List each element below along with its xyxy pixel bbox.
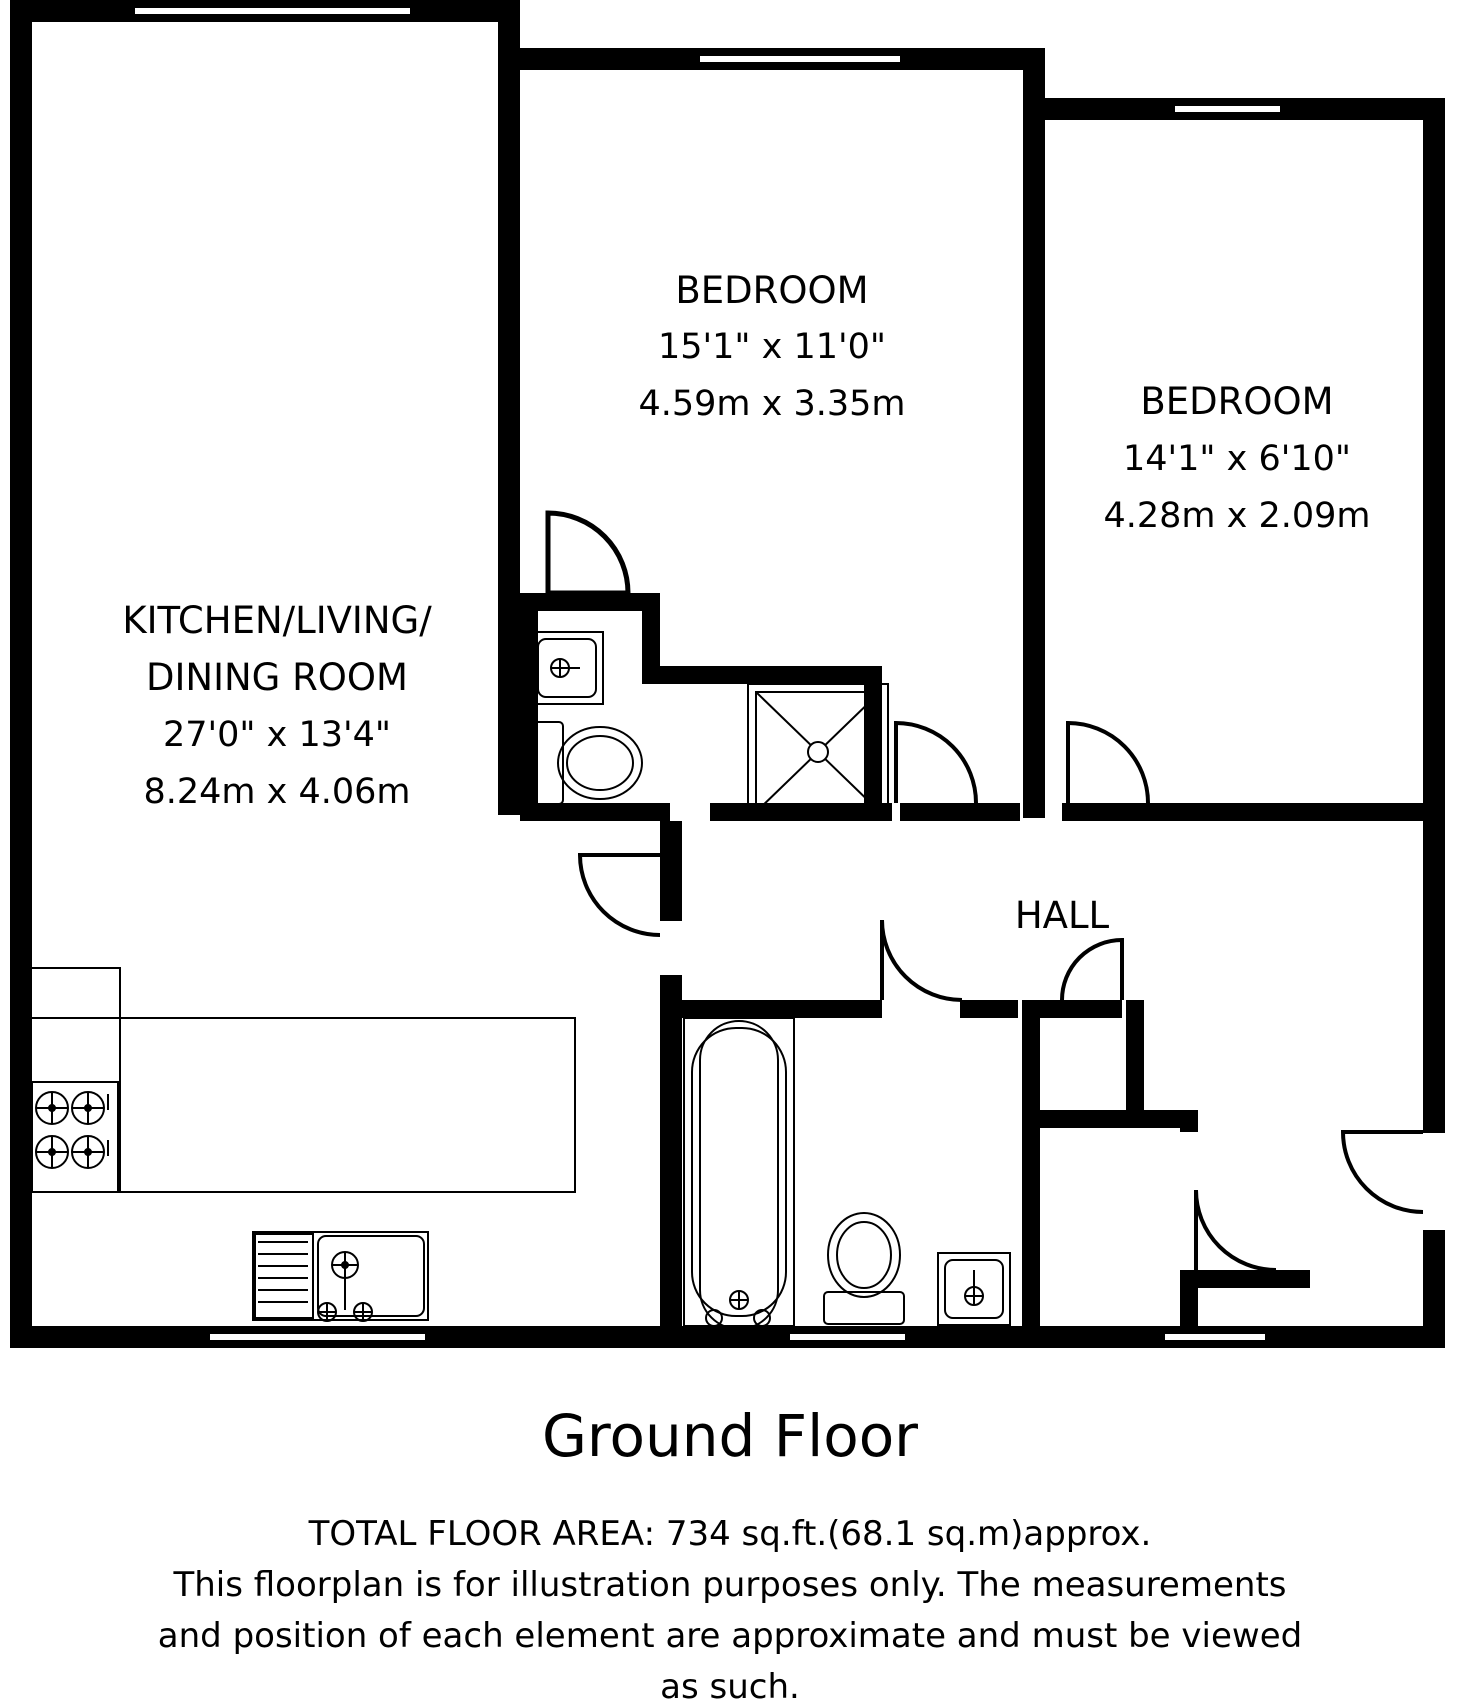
toilet-icon <box>823 1212 905 1325</box>
washbasin-icon <box>937 1252 1011 1326</box>
ensuite-washbasin-icon <box>530 631 604 705</box>
wall-structure <box>10 0 1445 1348</box>
footer-line-1: TOTAL FLOOR AREA: 734 sq.ft.(68.1 sq.m)a… <box>308 1514 1152 1554</box>
bedroom1-dim-metric: 4.59m x 3.35m <box>638 384 905 424</box>
bedroom2-name: BEDROOM <box>1140 380 1333 423</box>
shower-tray-icon <box>747 683 889 821</box>
kitchen-name-line2: DINING ROOM <box>146 656 408 699</box>
room-label-bedroom-1: BEDROOM 15'1" x 11'0" 4.59m x 3.35m <box>638 269 905 424</box>
bedroom1-dim-imperial: 15'1" x 11'0" <box>658 327 886 367</box>
room-label-kitchen-living-dining: KITCHEN/LIVING/ DINING ROOM 27'0" x 13'4… <box>122 599 432 812</box>
page-title: Ground Floor <box>542 1402 918 1470</box>
bedroom2-dim-metric: 4.28m x 2.09m <box>1103 496 1370 536</box>
ensuite-toilet-icon <box>530 721 643 805</box>
hall-name: HALL <box>1015 894 1110 937</box>
footer-note: TOTAL FLOOR AREA: 734 sq.ft.(68.1 sq.m)a… <box>158 1514 1302 1704</box>
bedroom1-name: BEDROOM <box>675 269 868 312</box>
footer-line-4: as such. <box>660 1667 800 1704</box>
kitchen-dim-imperial: 27'0" x 13'4" <box>163 715 391 755</box>
ensuite-fixtures <box>530 631 889 821</box>
bedroom2-dim-imperial: 14'1" x 6'10" <box>1123 439 1351 479</box>
room-labels: KITCHEN/LIVING/ DINING ROOM 27'0" x 13'4… <box>122 269 1370 937</box>
door-swings <box>545 510 1424 1272</box>
room-label-hall: HALL <box>1015 894 1110 937</box>
bathroom-fixtures <box>683 1017 1011 1330</box>
hob-icon <box>31 1081 119 1193</box>
footer-line-3: and position of each element are approxi… <box>158 1616 1302 1656</box>
footer-line-2: This floorplan is for illustration purpo… <box>172 1565 1286 1605</box>
kitchen-name-line1: KITCHEN/LIVING/ <box>122 599 432 642</box>
sink-icon <box>252 1231 429 1322</box>
kitchen-dim-metric: 8.24m x 4.06m <box>143 772 410 812</box>
bathtub-icon <box>683 1017 795 1330</box>
kitchen-fixtures <box>31 967 576 1322</box>
room-label-bedroom-2: BEDROOM 14'1" x 6'10" 4.28m x 2.09m <box>1103 380 1370 536</box>
